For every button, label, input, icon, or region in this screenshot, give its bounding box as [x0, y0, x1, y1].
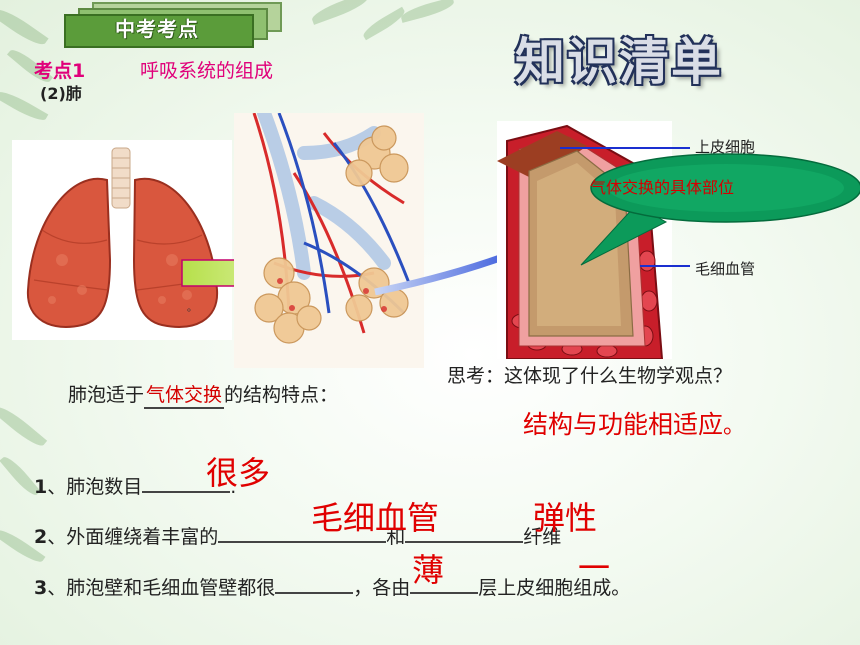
list-item-2-end: 纤维 [523, 526, 562, 548]
list-item-1: 1、肺泡数目. [34, 472, 236, 499]
callout-text: 气体交换的具体部位 [590, 178, 735, 197]
label-epithelium: 上皮细胞 [695, 138, 756, 156]
label-leader-lines [560, 147, 690, 267]
page-title: 知识清单 [515, 33, 723, 91]
alveoli-illustration [234, 113, 424, 368]
label-capillary: 毛细血管 [695, 260, 756, 278]
list-item-3-answer-2: 一 [578, 549, 611, 587]
topic-title: 呼吸系统的组成 [140, 60, 274, 82]
list-item-2-blank-2 [405, 523, 524, 543]
think-answer: 结构与功能相适应。 [523, 405, 745, 441]
header-tab-front [64, 14, 254, 48]
header-tab-label: 中考考点 [115, 17, 199, 41]
list-item-2-text: 、外面缠绕着丰富的 [47, 526, 219, 548]
question-prefix: 肺泡适于 [68, 384, 145, 406]
list-item-3-answer-1: 薄 [412, 551, 445, 589]
list-item-3-mid: ，各由 [353, 577, 411, 599]
list-item-1-num: 1 [34, 476, 48, 498]
list-item-1-answer: 很多 [206, 454, 271, 492]
question-suffix: 的结构特点： [224, 384, 339, 406]
list-item-3-num: 3 [34, 577, 48, 599]
think-answer-end: 。 [723, 414, 746, 439]
callout-bubble [580, 153, 860, 266]
question-blank: 气体交换 [144, 380, 225, 409]
question-line: 肺泡适于气体交换的结构特点： [68, 380, 338, 409]
list-item-2-answer-2: 弹性 [533, 499, 598, 537]
list-item-2-num: 2 [34, 526, 48, 548]
list-item-2-mid: 和 [386, 526, 406, 548]
list-item-3: 3、肺泡壁和毛细血管壁都很 ，各由 层上皮细胞组成。 [34, 573, 630, 600]
list-item-2-blank-1 [218, 523, 387, 543]
lung-illustration: 。 [12, 140, 232, 340]
list-item-2: 2、外面缠绕着丰富的 和 纤维 [34, 522, 561, 549]
list-item-3-end: 层上皮细胞组成。 [478, 577, 631, 599]
svg-text:。: 。 [187, 303, 197, 314]
list-item-3-text: 、肺泡壁和毛细血管壁都很 [47, 577, 276, 599]
list-item-1-end: . [230, 476, 237, 498]
think-question: 思考：这体现了什么生物学观点？ [447, 365, 733, 387]
think-answer-text: 结构与功能相适应 [523, 410, 724, 439]
list-item-2-answer-1: 毛细血管 [311, 499, 440, 537]
list-item-3-blank-1 [275, 574, 354, 594]
list-item-1-text: 、肺泡数目 [47, 476, 143, 498]
topic-tag: 考点1 [34, 60, 86, 82]
list-item-3-blank-2 [410, 574, 479, 594]
topic-sub-label: (2)肺 [40, 84, 82, 103]
list-item-1-blank [142, 473, 231, 493]
